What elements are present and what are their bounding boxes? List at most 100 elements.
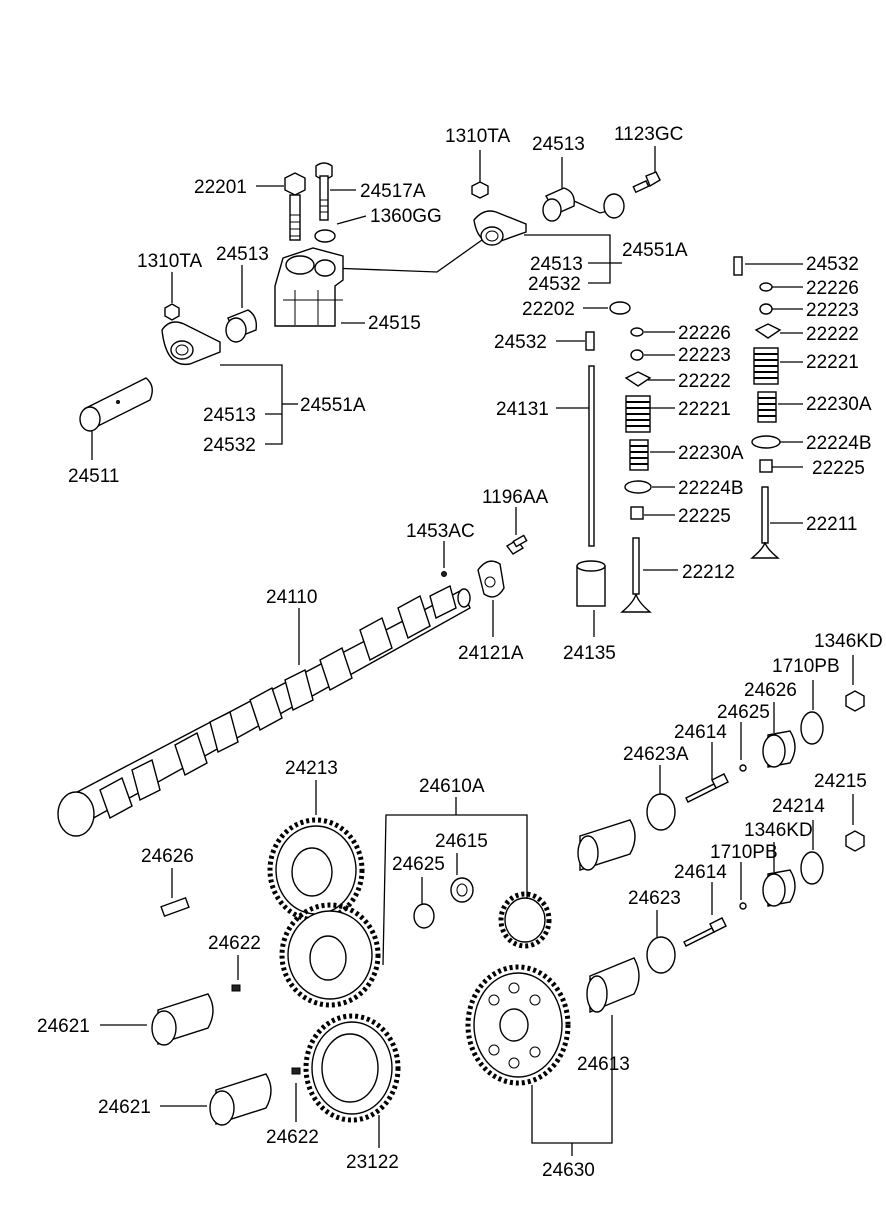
label-24515: 24515 [368,313,421,334]
label-22230a-m: 22230A [678,443,744,464]
bushing-24613 [586,957,640,1014]
rocker-shaft-24511 [79,377,153,432]
spring-22221-r [753,347,779,385]
label-24513-left: 24513 [216,244,269,265]
seat-22224b-m [624,480,652,494]
label-24622-1: 24622 [208,933,261,954]
label-1196aa: 1196AA [482,487,549,508]
label-24551a-r: 24551A [622,240,688,261]
label-24623a: 24623A [623,744,689,765]
label-24532-l2: 24532 [203,435,256,456]
key-22226-r [759,282,773,292]
label-24622-2: 24622 [266,1127,319,1148]
label-24532-rr: 24532 [806,254,859,275]
label-24517a: 24517A [360,181,426,202]
washer-22202 [609,301,631,315]
label-24213: 24213 [285,758,338,779]
gear-24630 [465,964,571,1086]
label-24614-1: 24614 [674,722,727,743]
label-22222-m: 22222 [678,371,731,392]
valve-22212 [620,537,652,613]
key-24622-2 [291,1067,301,1075]
label-24513-r: 24513 [530,254,583,275]
gear-24610a [279,902,381,1008]
label-22224b-m: 22224B [678,478,744,499]
nut-1310ta-left [164,303,180,321]
label-22225-rr: 22225 [812,458,865,479]
label-23122: 23122 [346,1152,399,1173]
bushing-1 [577,819,636,871]
label-24613: 24613 [577,1054,630,1075]
bushing-24621-1 [151,993,214,1046]
label-24626-1: 24626 [744,680,797,701]
label-1710pb-2: 24214 [772,796,825,817]
spring-22221-m [625,395,651,433]
label-1310ta-top: 1310TA [445,126,510,147]
rocker-arm-top [473,210,527,246]
label-22230a-rr: 22230A [806,394,872,415]
label-22226-rr: 22226 [806,278,859,299]
label-1346kd-1: 1346KD [814,631,883,652]
label-1310ta-left: 1310TA [137,251,202,272]
retainer-22222-m [624,371,652,387]
screw-1123gc [632,171,661,194]
leader-lines [91,146,854,1156]
tappet-24135 [576,560,606,607]
camshaft-24110 [57,584,471,837]
nut-1310ta-top [471,181,489,199]
bushing-24621-2 [209,1073,272,1126]
clip-24625-1 [739,764,747,772]
label-1710pb-1: 1710PB [772,656,840,677]
label-24135: 24135 [563,643,616,664]
label-24513-l2: 24513 [203,405,256,426]
label-1123gc: 1123GC [614,124,683,145]
washer-24623a [646,793,676,831]
label-24630: 24630 [542,1160,595,1181]
spring-22230a-m [629,439,649,471]
label-24614-2: 24614 [674,862,727,883]
nut-1346kd-1 [845,690,865,712]
label-22223-rr: 22223 [806,300,859,321]
pushrod-24131 [588,365,595,547]
pin-1453ac [441,571,447,577]
bolt-22201 [284,172,306,241]
label-24214: 24625 [392,854,445,875]
label-24110: 24110 [266,587,317,608]
label-22222-rr: 22222 [806,324,859,345]
cotter-22223-r [759,303,773,315]
bushing-24626-2 [762,869,796,907]
key-22226-m [630,327,644,337]
ring-1710pb-2 [800,851,824,885]
label-22221-m: 22221 [678,399,731,420]
label-24623: 24623 [628,888,681,909]
label-24215: 24615 [435,831,488,852]
label-24610a: 24610A [419,776,485,797]
label-24121a: 24121A [458,643,524,664]
label-1360gg: 1360GG [370,206,442,227]
bolt-1196aa [505,534,528,555]
label-24532-r: 24532 [528,274,581,295]
gear-23122 [303,1013,401,1123]
seal-22225-r [759,459,773,473]
label-22226-m: 22226 [678,323,731,344]
label-24626-2: 1346KD [744,820,813,841]
bolt-24614-1 [685,773,729,803]
label-24621-2: 24621 [98,1097,151,1118]
nut-1346kd-2 [845,830,865,852]
washer-1360gg [314,229,336,243]
label-24513-top: 24513 [532,134,585,155]
label-24511: 24511 [68,466,119,487]
label-22201: 22201 [194,177,247,198]
pin-24615 [160,896,190,918]
label-24625-1: 24625 [717,702,770,723]
label-24621-1: 24621 [37,1016,90,1037]
label-1453ac: 1453AC [406,521,475,542]
gear-24213 [267,817,365,923]
spring-22230a-r [757,391,777,423]
label-22221-rr: 22221 [806,352,859,373]
nut-24215 [450,877,474,903]
retainer-22222-r [754,323,782,339]
bushing-24626-1 [762,730,796,768]
label-22223-m: 22223 [678,345,731,366]
